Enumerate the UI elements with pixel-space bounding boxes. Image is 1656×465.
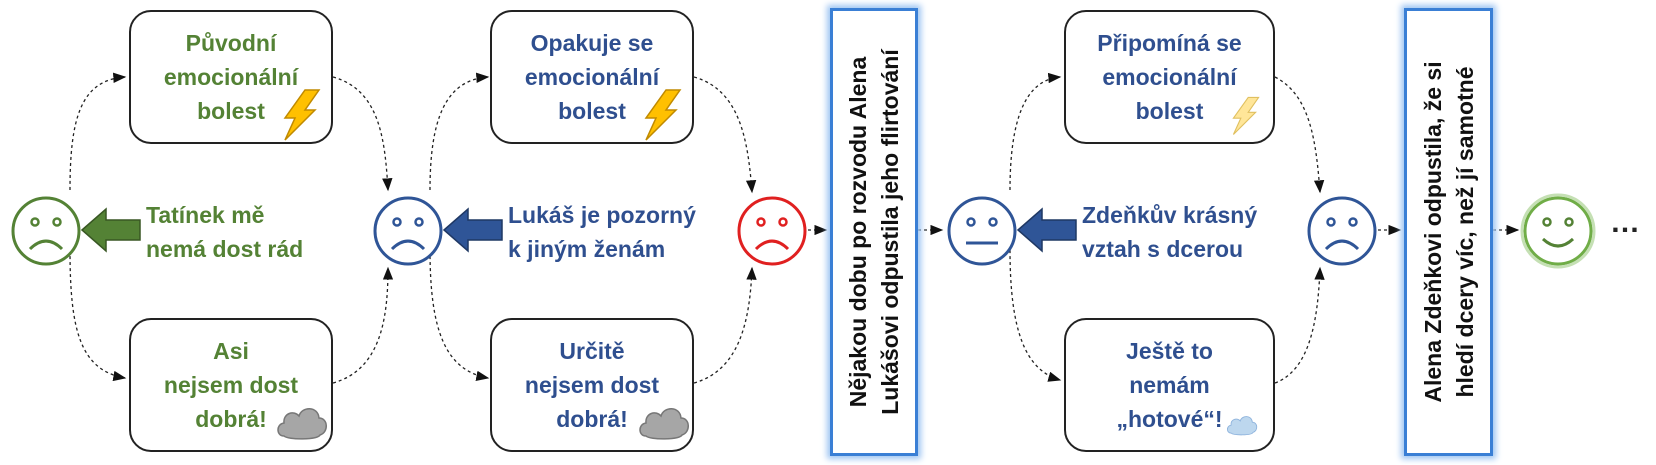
arrow-left-icon (442, 207, 503, 253)
box-text: Určitě (559, 338, 625, 364)
arrow-left-icon (1016, 207, 1077, 253)
lightning-icon (644, 89, 682, 141)
lightning-icon (283, 89, 321, 141)
box-text: dobrá! (556, 406, 628, 432)
box-text: bolest (558, 98, 626, 124)
label-text: Lukáš je pozorný (508, 202, 696, 228)
arrow-box5-to-face5 (1274, 76, 1325, 194)
box-text: nejsem dost (163, 372, 299, 398)
box-text: Opakuje se (530, 30, 654, 56)
box-text: Asi (213, 338, 249, 364)
neutral-face-icon (947, 196, 1017, 266)
vertical-line: Alena Zdeňkovi odpustila, že si (1419, 61, 1446, 403)
trigger-label-lukas: Lukáš je pozorný k jiným ženám (508, 198, 696, 266)
storm-cloud-icon (639, 408, 689, 440)
arrow-face1-to-box2 (69, 249, 127, 382)
arrow-face2-to-box4 (429, 249, 490, 381)
arrow-box4-to-face3 (693, 266, 757, 384)
arrow-box1-to-face2 (332, 76, 393, 192)
lightning-icon (1232, 96, 1260, 135)
box-text: Původní (185, 30, 277, 56)
arrow-face4-to-box6 (1009, 249, 1062, 382)
forgiveness-box-lukas: Nějakou dobu po rozvodu Alena Lukášovi o… (830, 8, 918, 456)
ellipsis: … (1610, 206, 1646, 239)
label-text: k jiným ženám (508, 236, 666, 262)
box-surely-not-good-enough: Určitě nejsem dost dobrá! (490, 318, 694, 452)
vertical-line: Lukášovi odpustila jeho flirtování (877, 49, 903, 415)
sad-face-icon (11, 196, 81, 266)
arrow-face1-to-box1 (69, 72, 127, 191)
label-text: nemá dost rád (146, 236, 304, 262)
box-text: emocionální (524, 64, 660, 90)
label-text: vztah s dcerou (1082, 236, 1244, 262)
arrow-face4-to-box5 (1009, 72, 1062, 191)
arrow-face2-to-box3 (429, 72, 490, 191)
box-text: bolest (197, 98, 265, 124)
box-text: nejsem dost (524, 372, 660, 398)
sad-face-icon (373, 196, 443, 266)
box-text: dobrá! (195, 406, 267, 432)
forgiveness-box-zdenek: Alena Zdeňkovi odpustila, že si hledí dc… (1404, 8, 1493, 456)
sad-face-icon (737, 196, 807, 266)
storm-cloud-icon (277, 408, 327, 440)
label-text: Zdeňkův krásný (1082, 202, 1258, 228)
arrow-box6-to-face5 (1274, 266, 1325, 384)
box-text: Připomíná se (1097, 30, 1242, 56)
vertical-line: hledí dcery víc, než jí samotné (1451, 66, 1478, 398)
box-text: Ještě to (1126, 338, 1213, 364)
box-text: nemám (1129, 372, 1210, 398)
storm-cloud-icon (1226, 416, 1258, 436)
box-original-pain: Původní emocionální bolest (129, 10, 333, 144)
box-repeated-pain: Opakuje se emocionální bolest (490, 10, 694, 144)
trigger-label-zdenek: Zdeňkův krásný vztah s dcerou (1082, 198, 1257, 266)
arrow-left-icon (80, 207, 141, 253)
box-text: emocionální (163, 64, 299, 90)
vertical-line: Nějakou dobu po rozvodu Alena (845, 56, 871, 408)
box-not-good-enough: Asi nejsem dost dobrá! (129, 318, 333, 452)
box-text: emocionální (1102, 64, 1237, 90)
vertical-text: Nějakou dobu po rozvodu Alena Lukášovi o… (842, 49, 906, 415)
box-text: „hotové“! (1116, 406, 1223, 432)
box-text: bolest (1135, 98, 1204, 124)
happy-face-icon (1520, 193, 1596, 269)
vertical-text: Alena Zdeňkovi odpustila, že si hledí dc… (1417, 61, 1481, 402)
sad-face-icon (1307, 196, 1377, 266)
trigger-label-father: Tatínek mě nemá dost rád (146, 198, 303, 266)
box-reminded-pain: Připomíná se emocionální bolest (1064, 10, 1275, 144)
arrow-box3-to-face3 (693, 76, 757, 194)
arrow-box2-to-face2 (332, 266, 394, 384)
label-text: Tatínek mě (146, 202, 265, 228)
